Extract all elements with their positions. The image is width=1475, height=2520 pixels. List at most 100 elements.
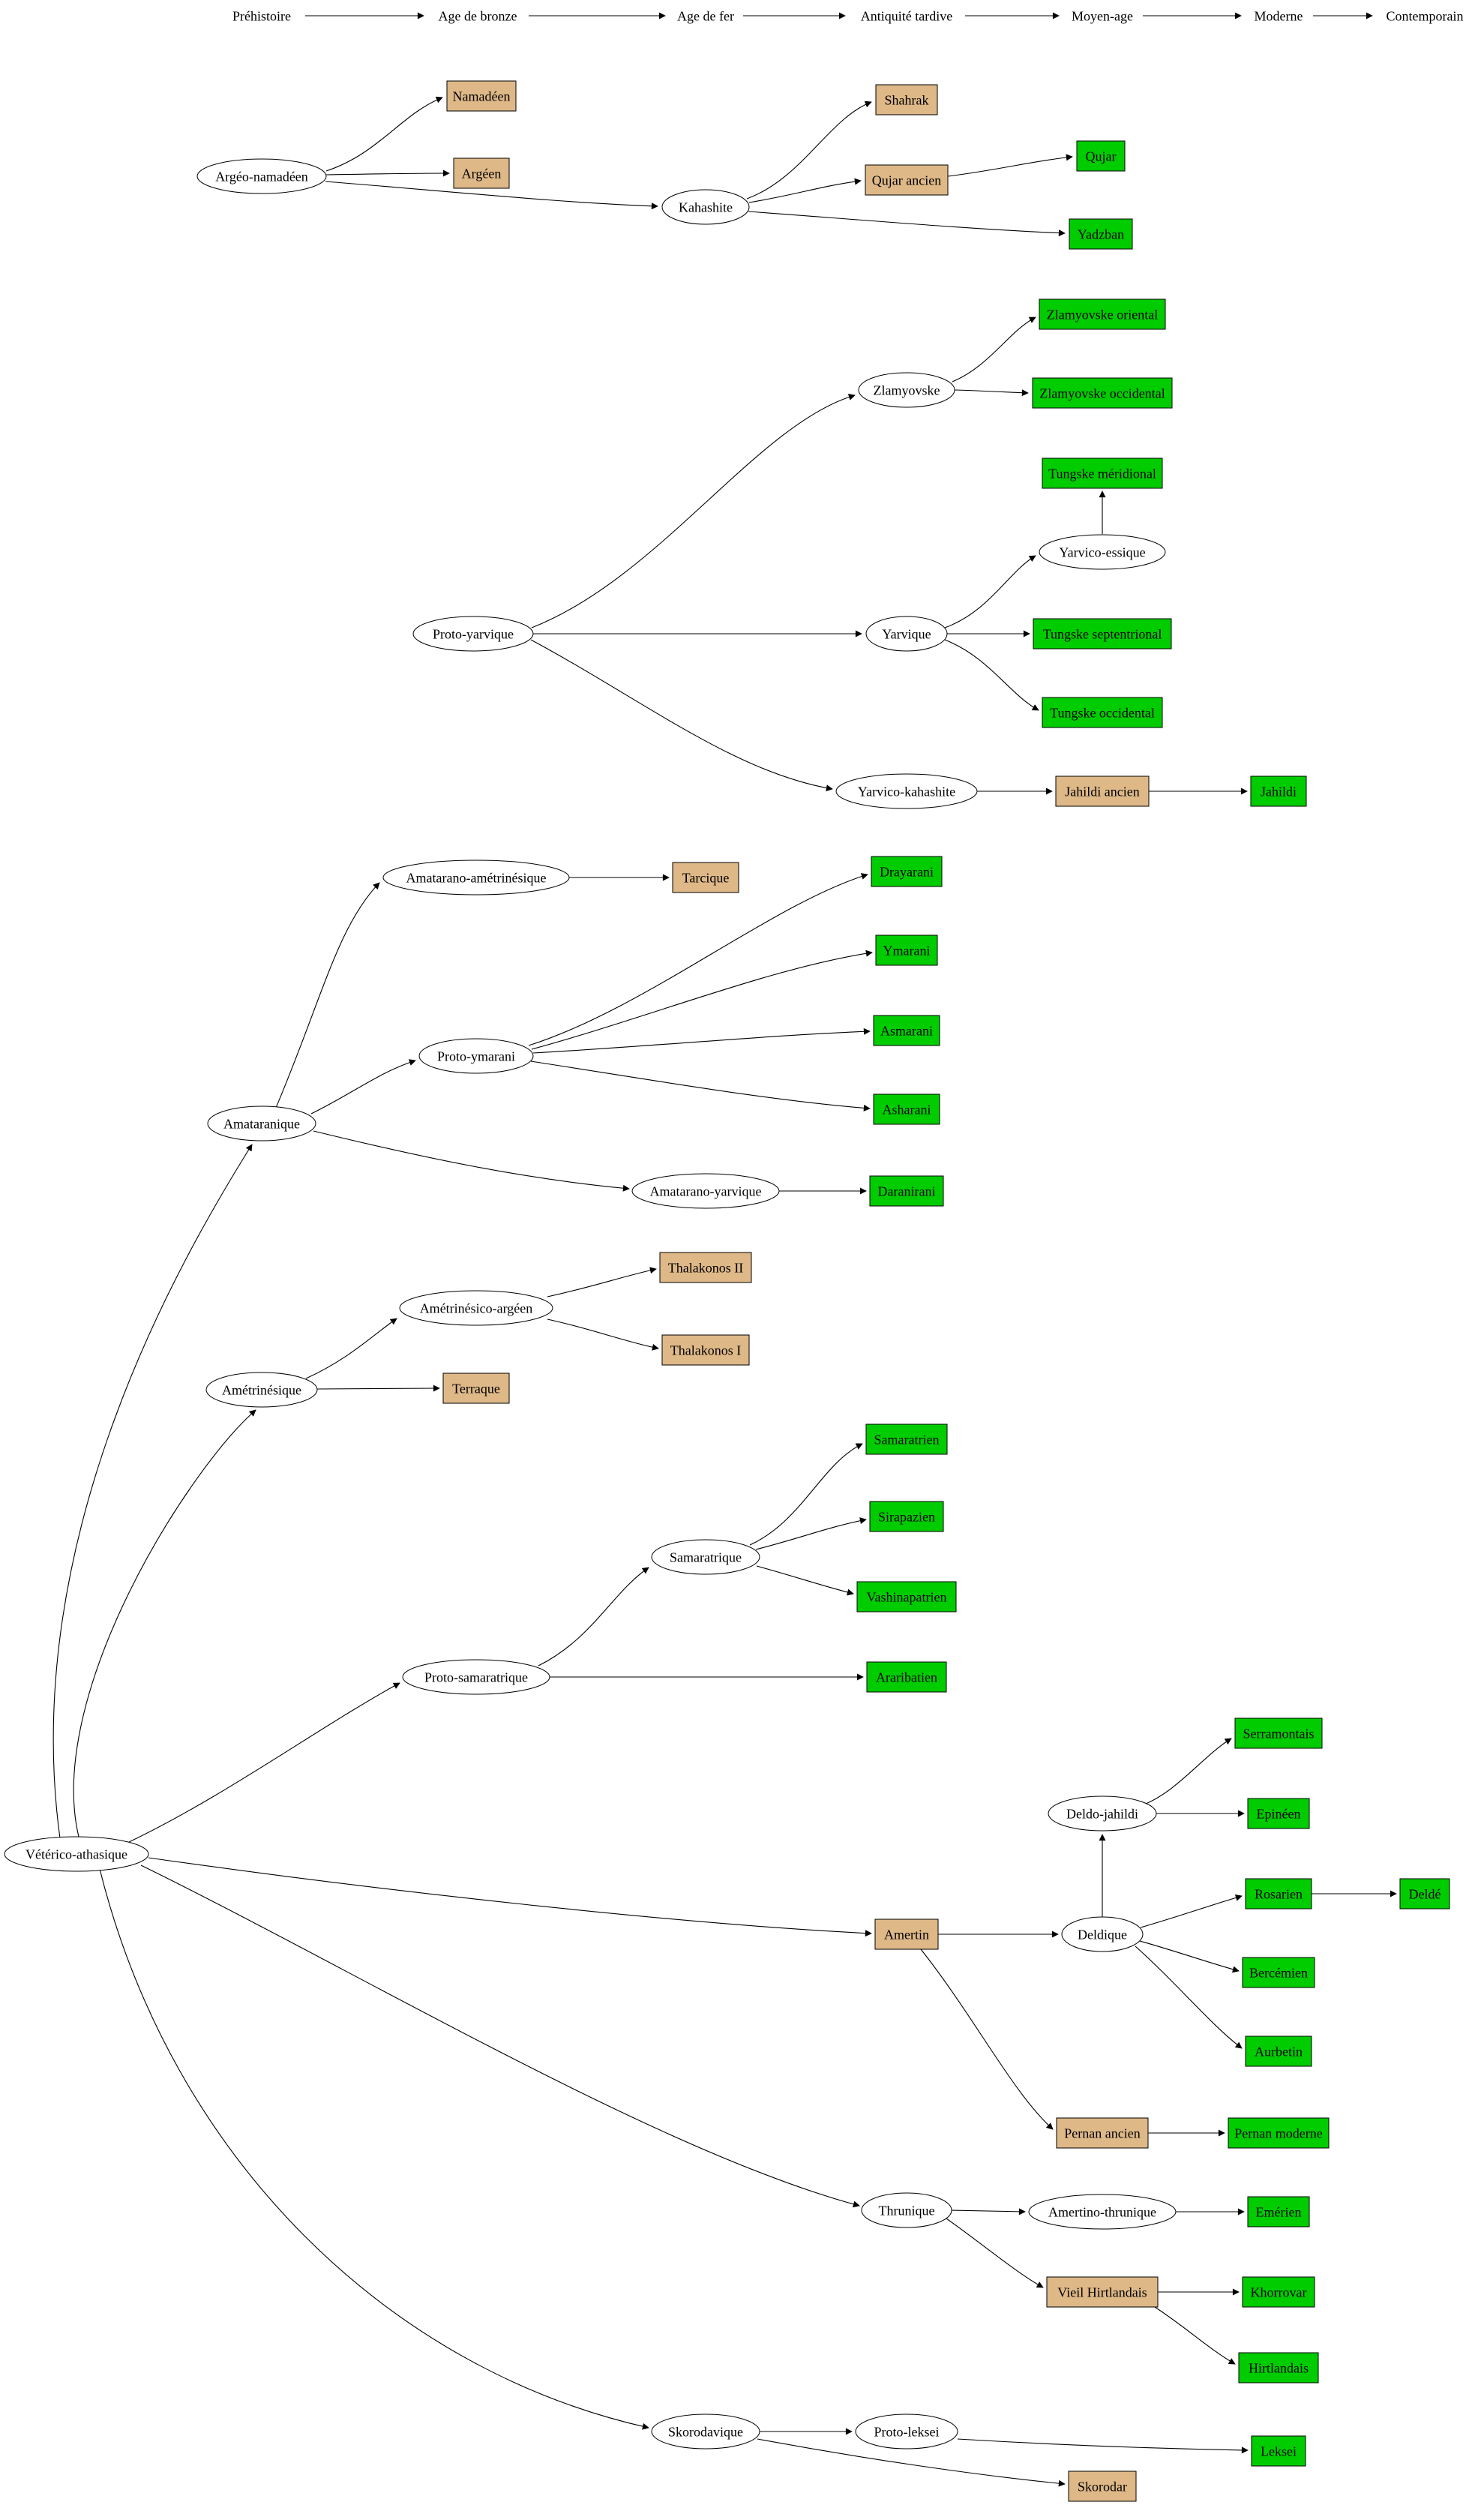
svg-text:Tungske occidental: Tungske occidental (1050, 705, 1155, 720)
edge-proto-leksei-to-leksei (957, 2438, 1249, 2454)
edge-proto-yarvique-to-yarvico-kahashite (530, 639, 833, 792)
edge-veterico-to-amertin (148, 1857, 872, 1937)
svg-text:Amertino-thrunique: Amertino-thrunique (1048, 2204, 1156, 2219)
node-asmarani: Asmarani (873, 1015, 940, 1046)
node-argeo-namadeen: Argéo-namadéen (196, 158, 327, 194)
node-jahildi: Jahildi (1250, 776, 1307, 807)
node-namadeen: Namadéen (446, 80, 517, 112)
node-thalakonos-1: Thalakonos I (661, 1334, 750, 1366)
edge-veterico-to-thrunique (140, 1864, 860, 2208)
svg-text:Yarvico-essique: Yarvico-essique (1059, 544, 1145, 560)
edge-ametrinesico-argeen-to-thalakonos-2 (547, 1267, 657, 1298)
edge-proto-samaratrique-to-samaratrique (538, 1567, 649, 1666)
node-qujar: Qujar (1076, 140, 1126, 172)
node-amatarano-ametrinesique: Amatarano-amétrinésique (382, 860, 570, 896)
node-amatarano-yarvique: Amatarano-yarvique (631, 1173, 780, 1209)
svg-text:Proto-leksei: Proto-leksei (874, 2424, 940, 2439)
node-emerien: Emérien (1247, 2196, 1310, 2228)
node-qujar-ancien: Qujar ancien (865, 164, 949, 196)
era-antiquite-tardive: Antiquité tardive (861, 8, 952, 23)
node-hirtlandais: Hirtlandais (1238, 2352, 1319, 2384)
node-proto-leksei: Proto-leksei (855, 2414, 958, 2450)
svg-text:Yarvico-kahashite: Yarvico-kahashite (858, 784, 955, 799)
svg-text:Samaratrien: Samaratrien (874, 1432, 940, 1447)
node-skorodavique: Skorodavique (651, 2414, 760, 2450)
svg-text:Amétrinésique: Amétrinésique (222, 1382, 301, 1397)
node-epineen: Epinéen (1247, 1798, 1310, 1829)
era-prehistoire: Préhistoire (232, 8, 291, 23)
svg-text:Tarcique: Tarcique (682, 870, 730, 885)
svg-text:Thrunique: Thrunique (879, 2203, 935, 2218)
node-ametrinesico-argeen: Amétrinésico-argéen (399, 1290, 553, 1326)
node-araribatien: Araribatien (866, 1661, 947, 1693)
node-amertin: Amertin (874, 1918, 939, 1950)
svg-text:Hirtlandais: Hirtlandais (1249, 2360, 1309, 2375)
edge-proto-yarvique-to-zlamyovske (531, 393, 856, 628)
node-serramontais: Serramontais (1234, 1718, 1323, 1749)
node-tungske-septentrional: Tungske septentrional (1033, 618, 1172, 650)
edge-samaratrique-to-samaratrien (749, 1443, 863, 1546)
era-moderne: Moderne (1255, 8, 1303, 23)
node-zlamyovske: Zlamyovske (858, 372, 955, 408)
era-moyen-age: Moyen-age (1072, 8, 1133, 23)
edge-ametrinesico-argeen-to-thalakonos-1 (547, 1318, 659, 1351)
svg-text:Vétérico-athasique: Vétérico-athasique (25, 1846, 127, 1862)
edge-veterico-to-amataranique (52, 1144, 253, 1839)
node-proto-ymarani: Proto-ymarani (418, 1038, 534, 1074)
svg-text:Yadzban: Yadzban (1078, 226, 1124, 242)
svg-text:Deldé: Deldé (1409, 1886, 1441, 1901)
node-aurbetin: Aurbetin (1245, 2036, 1312, 2067)
edge-zlamyovske-to-zlamyovske-oriental (952, 316, 1036, 382)
node-thalakonos-2: Thalakonos II (659, 1252, 752, 1283)
edge-amataranique-to-amatarano-yarvique (313, 1130, 630, 1192)
timeline-header: Préhistoire Age de bronze Age de fer Ant… (232, 8, 1463, 23)
node-asharani: Asharani (873, 1094, 940, 1125)
svg-text:Deldo-jahildi: Deldo-jahildi (1066, 1806, 1138, 1821)
edge-veterico-to-skorodavique (99, 1868, 649, 2430)
node-delde: Deldé (1399, 1878, 1450, 1910)
edge-amataranique-to-amatarano-ametrinesique (275, 882, 380, 1108)
node-proto-samaratrique: Proto-samaratrique (402, 1659, 550, 1695)
svg-text:Pernan moderne: Pernan moderne (1234, 2126, 1322, 2140)
node-yadzban: Yadzban (1069, 218, 1133, 250)
edge-yarvique-to-yarvico-essique (944, 555, 1036, 628)
node-daranirani: Daranirani (869, 1175, 944, 1207)
svg-text:Leksei: Leksei (1261, 2444, 1297, 2458)
edges (52, 96, 1397, 2487)
edge-skorodavique-to-skorodar (757, 2438, 1066, 2487)
node-amertino-thrunique: Amertino-thrunique (1028, 2194, 1177, 2230)
svg-text:Amétrinésico-argéen: Amétrinésico-argéen (420, 1300, 533, 1316)
node-proto-yarvique: Proto-yarvique (412, 616, 534, 652)
node-zlamyovske-occidental: Zlamyovske occidental (1032, 377, 1173, 409)
node-rosarien: Rosarien (1245, 1878, 1312, 1910)
svg-text:Skorodar: Skorodar (1078, 2479, 1127, 2494)
node-ymarani: Ymarani (875, 934, 938, 966)
nodes: Argéo-namadéen Namadéen Argéen Kahashite… (4, 80, 1450, 2502)
edge-veterico-to-proto-samaratrique (128, 1682, 400, 1843)
edge-ametrinesique-to-ametrinesico-argeen (305, 1318, 397, 1379)
svg-text:Tungske septentrional: Tungske septentrional (1043, 626, 1162, 641)
node-skorodar: Skorodar (1068, 2470, 1137, 2502)
edge-deldique-to-bercemien (1139, 1940, 1240, 1973)
svg-text:Qujar ancien: Qujar ancien (872, 172, 941, 188)
svg-text:Vieil Hirtlandais: Vieil Hirtlandais (1057, 2284, 1147, 2300)
edge-qujar-ancien-to-qujar (947, 154, 1073, 177)
svg-text:Kahashite: Kahashite (679, 200, 733, 214)
edge-kahashite-to-yadzban (748, 211, 1066, 237)
svg-text:Deldique: Deldique (1078, 1927, 1127, 1942)
edge-proto-ymarani-to-asmarani (532, 1028, 871, 1054)
svg-text:Epinéen: Epinéen (1257, 1806, 1301, 1821)
svg-text:Amertin: Amertin (884, 1927, 929, 1942)
svg-text:Amatarano-amétrinésique: Amatarano-amétrinésique (406, 870, 547, 885)
node-yarvique: Yarvique (865, 616, 948, 652)
svg-text:Tungske méridional: Tungske méridional (1048, 466, 1156, 481)
node-deldique: Deldique (1061, 1916, 1144, 1952)
svg-text:Proto-samaratrique: Proto-samaratrique (424, 1670, 528, 1684)
edge-argeo-namadeen-to-kahashite (325, 181, 658, 210)
node-ametrinesique: Amétrinésique (205, 1372, 318, 1408)
svg-text:Proto-ymarani: Proto-ymarani (437, 1048, 515, 1064)
node-khorrovar: Khorrovar (1242, 2276, 1315, 2308)
node-pernan-moderne: Pernan moderne (1228, 2117, 1330, 2149)
node-yarvico-kahashite: Yarvico-kahashite (835, 773, 978, 809)
